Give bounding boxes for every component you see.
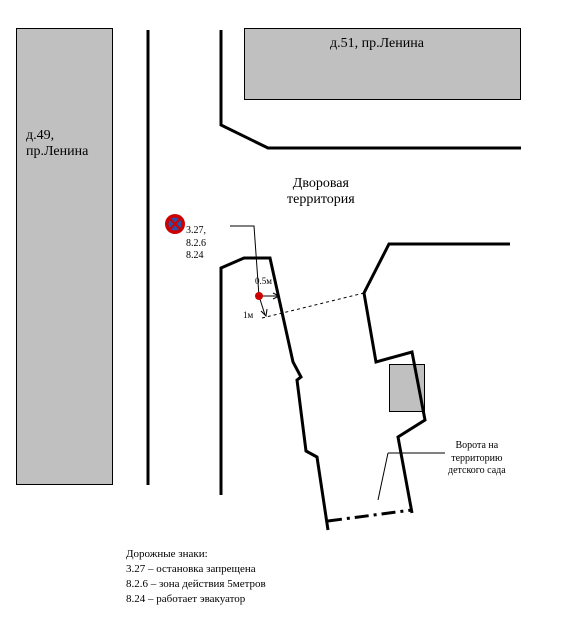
curb-top <box>219 30 521 150</box>
yard-boundary-right <box>362 242 510 514</box>
legend-item: 8.2.6 – зона действия 5метров <box>126 577 266 590</box>
gate-label-line3: детского сада <box>448 465 506 476</box>
gate-label-line1: Ворота на <box>455 440 499 451</box>
no-stopping-sign-icon <box>165 214 185 234</box>
sign-code: 3.27, <box>186 225 206 236</box>
gate-line <box>327 508 413 523</box>
building-49-street: пр.Ленина <box>26 144 89 160</box>
measure-horizontal: 0.5м <box>255 276 272 286</box>
gate-leader-line <box>377 452 389 501</box>
building-49-label: д.49, пр.Ленина <box>26 128 88 160</box>
yard-label: Дворовая территория <box>287 176 355 208</box>
arrow-right-icon <box>272 292 281 300</box>
building-51 <box>244 28 521 100</box>
sign-codes: 3.27, 8.2.6 8.24 <box>186 225 206 263</box>
arrow-down-icon <box>260 308 268 318</box>
legend: Дорожные знаки: 3.27 – остановка запреще… <box>126 547 266 607</box>
legend-item: 8.24 – работает эвакуатор <box>126 592 246 605</box>
legend-item: 3.27 – остановка запрещена <box>126 562 256 575</box>
measure-vertical: 1м <box>243 310 254 320</box>
yard-boundary-left <box>219 256 330 531</box>
yard-label-line2: территория <box>287 192 355 208</box>
building-49-number: д.49, <box>26 128 55 143</box>
yard-label-line1: Дворовая <box>292 176 349 191</box>
legend-title: Дорожные знаки: <box>126 548 208 560</box>
gate-label: Ворота на территорию детского сада <box>448 440 506 478</box>
leader-line <box>230 225 260 297</box>
gate-label-line2: территорию <box>451 452 503 464</box>
sign-code: 8.24 <box>186 250 204 261</box>
sign-position-marker <box>255 292 263 300</box>
building-49 <box>16 28 113 485</box>
building-51-label: д.51, пр.Ленина <box>330 36 424 51</box>
sign-code: 8.2.6 <box>186 237 206 249</box>
